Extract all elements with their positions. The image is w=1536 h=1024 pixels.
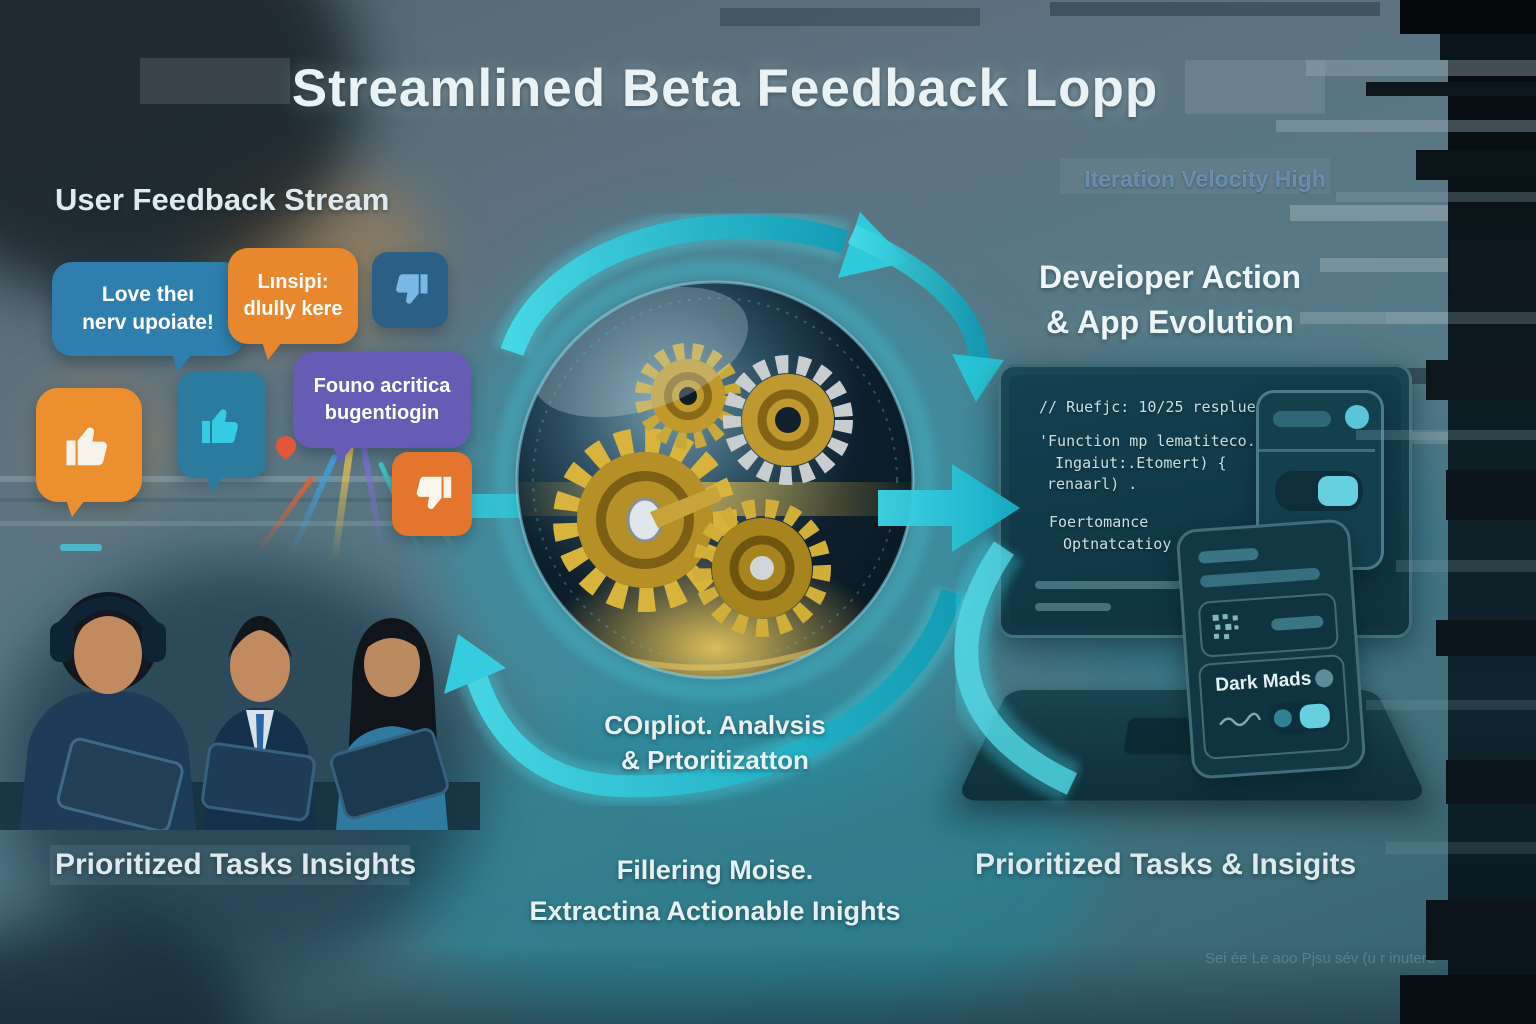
- bubble-text: nerv upoiate!: [82, 311, 214, 334]
- placeholder-line: [1035, 581, 1183, 589]
- person-woman: [329, 618, 449, 830]
- ui-pill: [1199, 567, 1321, 588]
- watermark-text: Sei ée Le aoo Pjsu sév (u r inutere: [1204, 950, 1436, 967]
- gear-sphere: [494, 259, 936, 701]
- toggle-knob: [1298, 703, 1331, 730]
- status-dot: [1314, 668, 1334, 688]
- code-line: Ingaiut:.Etomert) {: [1055, 453, 1227, 472]
- qr-code-icon: [1212, 613, 1239, 640]
- iteration-velocity-label: Iteration Velocity High: [1084, 166, 1326, 192]
- gear-icon: [693, 499, 831, 637]
- toggle-switch-icon: [1266, 698, 1335, 736]
- tablet-icon: [329, 728, 449, 820]
- placeholder-line: [1035, 603, 1111, 611]
- headphones-icon: [56, 596, 160, 633]
- thumbs-up-icon: [178, 372, 266, 492]
- prioritized-tasks-left-label: Prioritized Tasks Insights: [55, 848, 417, 881]
- bubble-text: Love theı: [101, 282, 195, 306]
- tablet-icon: [201, 742, 316, 822]
- filtering-noise-label: Fillering Moise. Extractina Actionable I…: [430, 850, 1000, 931]
- glitch-bar: [1050, 2, 1380, 16]
- glitch-bar: [720, 8, 980, 26]
- user-feedback-heading: User Feedback Stream: [55, 182, 390, 217]
- status-dot: [1345, 405, 1369, 429]
- arrowhead: [952, 354, 1004, 402]
- code-line: // Ruefjc: 10/25 resplued: [1039, 398, 1265, 416]
- developer-action-line2: & App Evolution: [1046, 304, 1294, 341]
- bubble-text: Founo acritica: [313, 375, 451, 397]
- glitch-streak: [0, 521, 430, 526]
- bubble-text: Lınsipi:: [257, 271, 329, 293]
- code-line: Foertomance: [1049, 513, 1149, 531]
- toggle-track-dot: [1273, 708, 1293, 728]
- thumbs-down-icon: [372, 252, 448, 328]
- ui-pill: [1270, 615, 1324, 631]
- process-line1: COıpliot. Analvsis: [604, 710, 826, 740]
- gear-icon: [723, 355, 853, 485]
- feedback-bubble-love: Love theı nerv upoiate!: [52, 262, 244, 372]
- glitch-bar: [140, 58, 290, 104]
- developer-action-heading: Deveioper Action & App Evolution: [985, 255, 1355, 346]
- arrowhead: [444, 634, 506, 694]
- person-suit: [201, 616, 316, 830]
- dark-mode-phone-mockup: Dark Mads: [1175, 518, 1367, 780]
- code-line: 'Function mp lematiteco.: [1039, 431, 1256, 450]
- page-title: Streamlined Beta Feedback Lopp: [291, 59, 1159, 118]
- signature-scribble: [1219, 712, 1262, 727]
- loop-arrows: [430, 206, 1004, 806]
- settings-phone-mockup: [1256, 390, 1384, 570]
- noise-line1: Fillering Moise.: [616, 855, 814, 885]
- thumbs-down-icon: [392, 452, 472, 536]
- list-item: [1197, 592, 1340, 658]
- developer-action-line1: Deveioper Action: [1039, 259, 1301, 295]
- cyan-dash: [60, 544, 102, 551]
- glitch-bar: [50, 845, 410, 885]
- glitch-bar: [1185, 60, 1325, 114]
- noise-line2: Extractina Actionable Inights: [529, 895, 901, 926]
- feedback-bubble-tip: Lınsipi: dlully kere: [228, 248, 358, 360]
- ui-pill: [1198, 547, 1259, 564]
- code-line: renaarl) .: [1047, 475, 1138, 494]
- bottom-shade: [0, 944, 1536, 1024]
- toggle-knob: [1318, 476, 1358, 506]
- person-hoodie-headphones: [20, 592, 196, 830]
- dark-mode-card: Dark Mads: [1197, 653, 1351, 760]
- copilot-analysis-label: COıpliot. Analvsis & Prtoritizatton: [520, 708, 910, 778]
- thumbs-up-icon: [36, 388, 142, 517]
- process-line2: & Prtoritizatton: [621, 745, 809, 776]
- dark-mode-label: Dark Mads: [1214, 668, 1313, 696]
- toggle-switch-icon: [1275, 471, 1363, 511]
- feedback-bubble-bug: Founo acritica bugentiogin: [293, 352, 471, 464]
- bubble-text: dlully kere: [243, 298, 343, 320]
- divider: [1259, 449, 1375, 452]
- tablet-icon: [56, 737, 184, 830]
- glitch-streak: [0, 498, 430, 502]
- beta-testers-illustration: [0, 592, 480, 830]
- bubble-text: bugentiogin: [324, 402, 440, 424]
- prioritized-tasks-right-label: Prioritized Tasks & Insigits: [975, 848, 1357, 881]
- glitch-bar: [1060, 158, 1330, 194]
- ui-pill: [1273, 411, 1331, 427]
